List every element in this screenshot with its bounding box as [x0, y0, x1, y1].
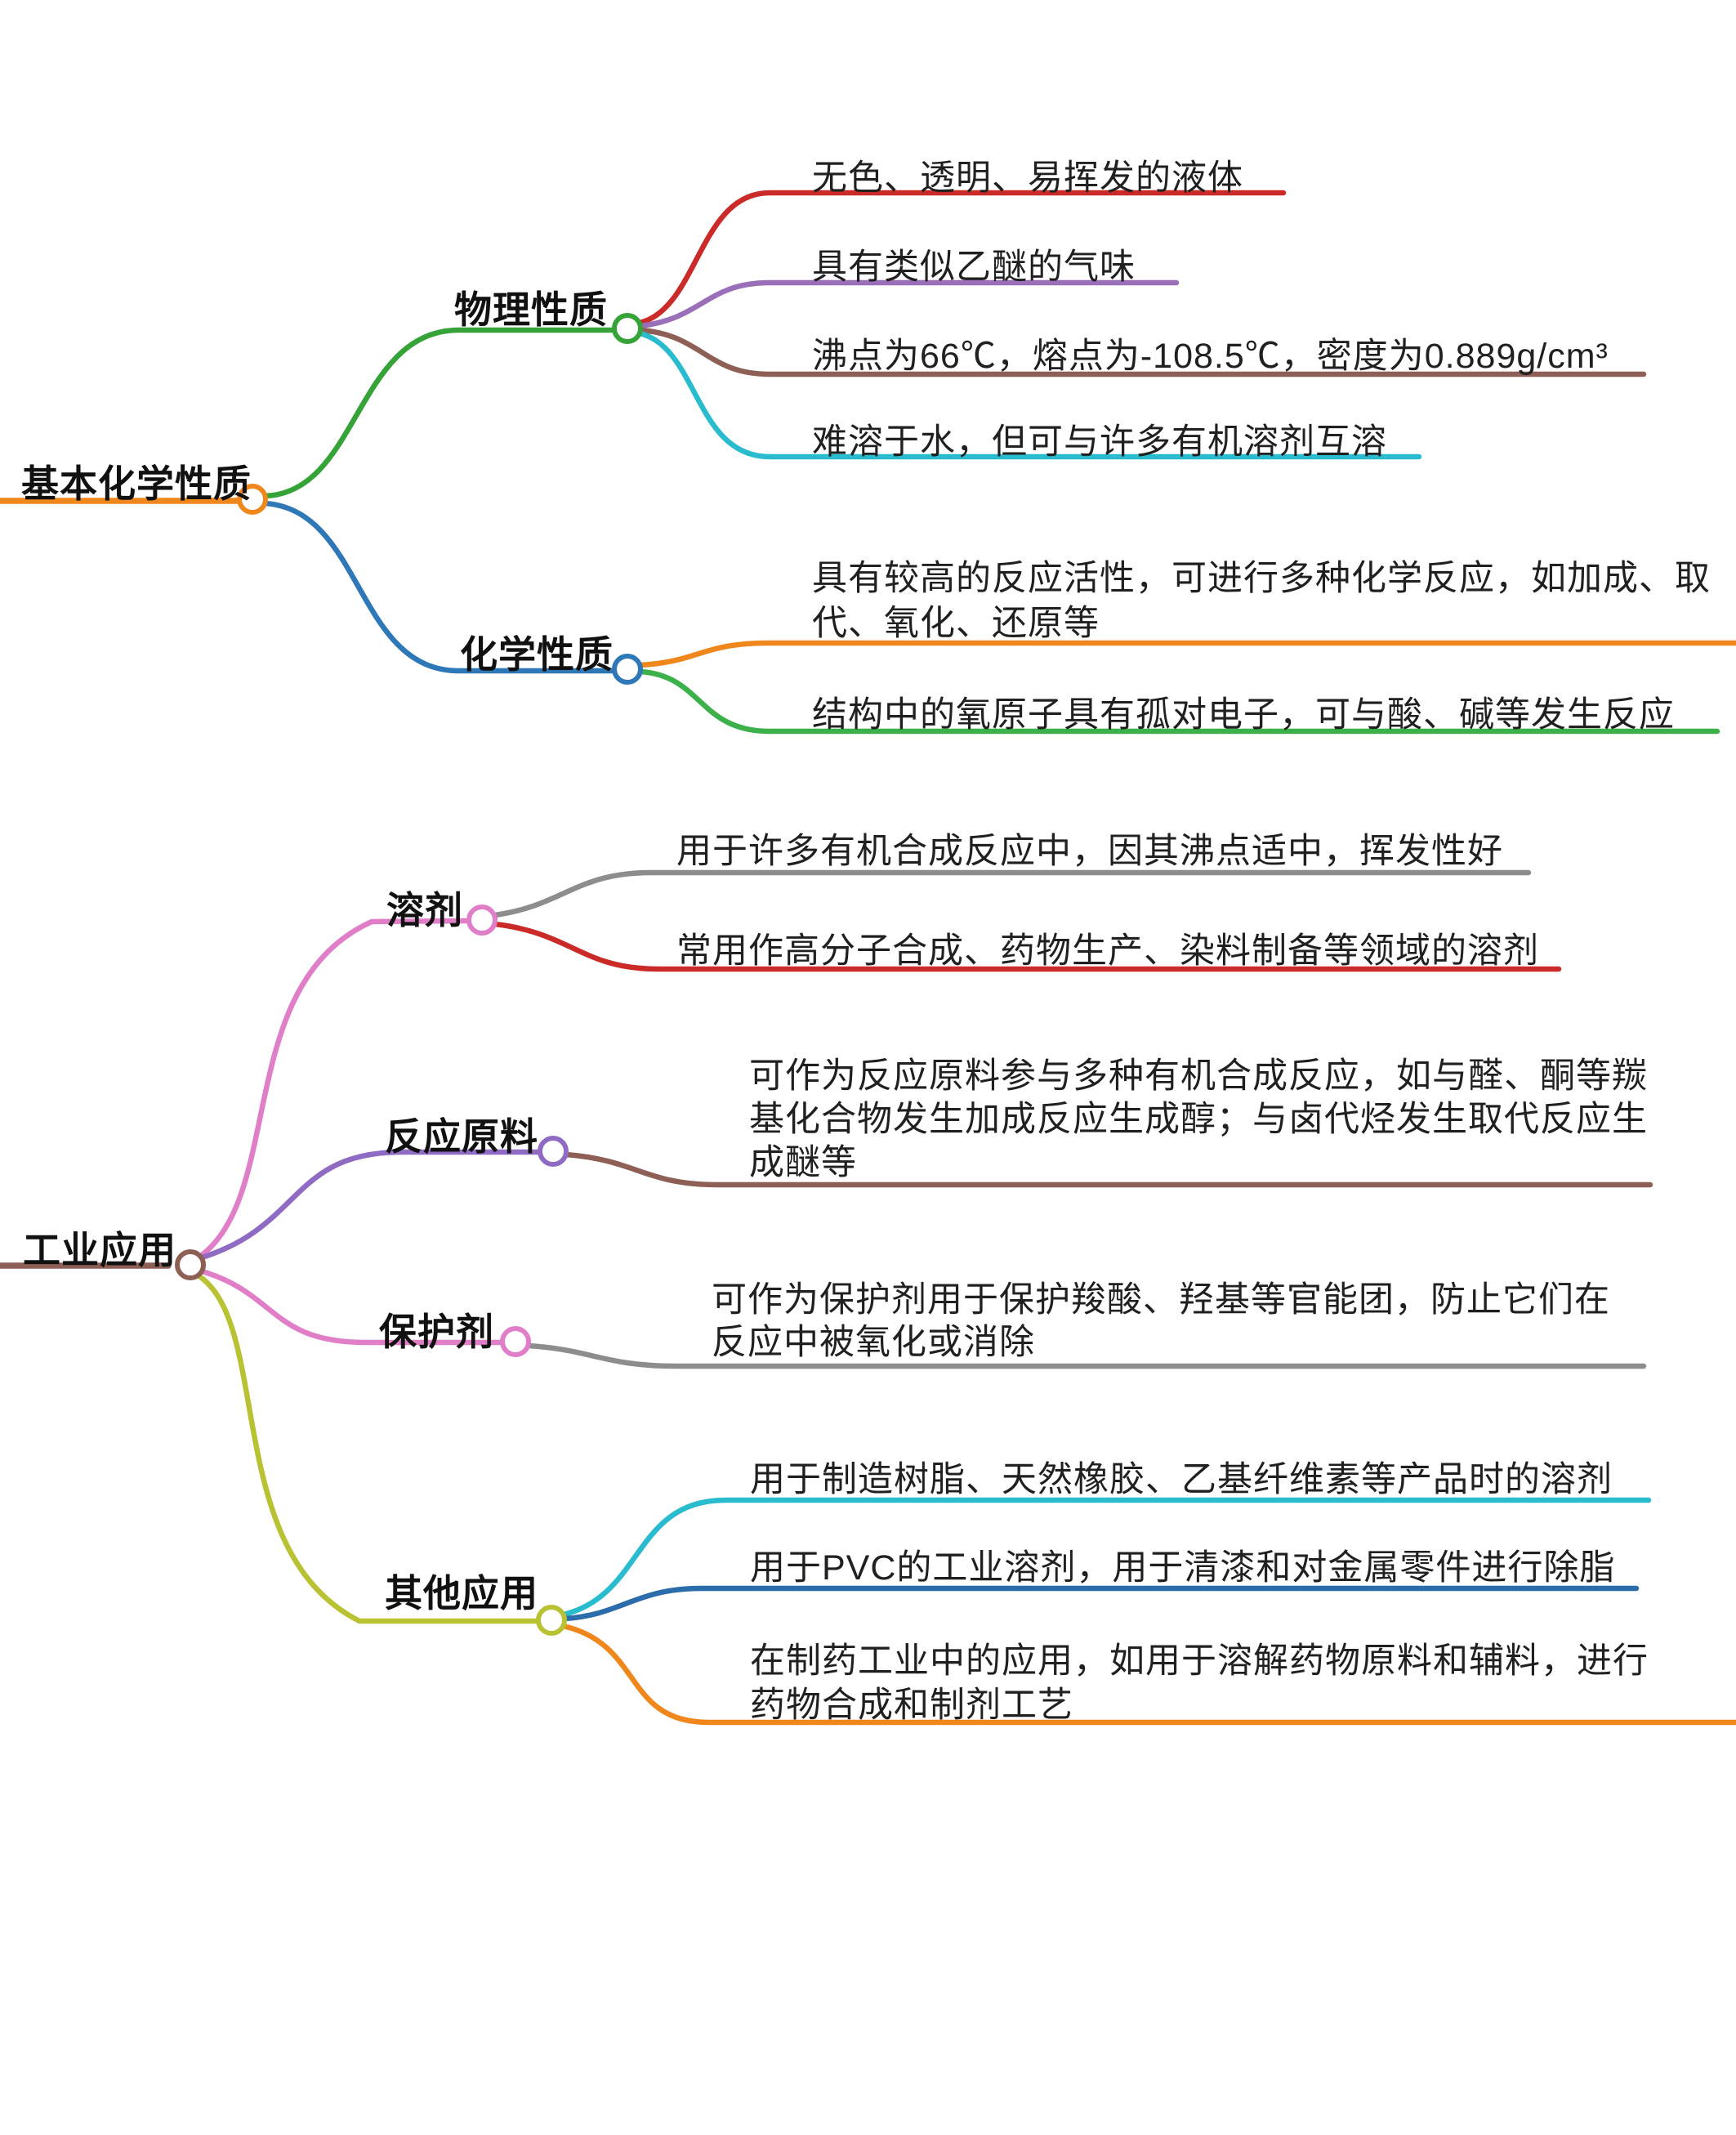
leaf-line-pvc	[561, 1585, 1640, 1622]
physical-node-circle[interactable]	[612, 313, 643, 344]
leaf-organic-synthesis-solvent[interactable]: 用于许多有机合成反应中，因其沸点适中，挥发性好	[676, 832, 1503, 871]
leaf-line-boiling	[637, 327, 1647, 377]
leaf-line-reactivity	[637, 640, 1736, 668]
root-node-basic-chemistry[interactable]: 基本化学性质	[21, 462, 252, 505]
node-chemical-properties[interactable]: 化学性质	[460, 633, 614, 676]
root-node-industrial-use[interactable]: 工业应用	[23, 1229, 176, 1271]
leaf-line-odor	[637, 279, 1180, 329]
leaf-line-solubility	[636, 330, 1422, 460]
node-physical-properties[interactable]: 物理性质	[454, 288, 608, 331]
leaf-high-reactivity[interactable]: 具有较高的反应活性，可进行多种化学反应，如加成、取 代、氧化、还原等	[812, 559, 1711, 643]
leaf-raw-material-reactions[interactable]: 可作为反应原料参与多种有机合成反应，如与醛、酮等羰 基化合物发生加成反应生成醇；…	[749, 1056, 1648, 1182]
leaf-line-pharma	[560, 1623, 1736, 1726]
leaf-resin-rubber-cellulose[interactable]: 用于制造树脂、天然橡胶、乙基纤维素等产品时的溶剂	[750, 1460, 1613, 1499]
leaf-protect-functional-groups[interactable]: 可作为保护剂用于保护羧酸、羟基等官能团，防止它们在 反应中被氧化或消除	[712, 1280, 1610, 1362]
leaf-line-organic-synthesis	[492, 869, 1532, 918]
node-raw-material[interactable]: 反应原料	[385, 1115, 538, 1158]
leaf-boiling-melting-density[interactable]: 沸点为66℃，熔点为-108.5℃，密度为0.889g/cm³	[812, 337, 1609, 376]
branch-line-raw-material	[196, 1149, 542, 1262]
leaf-polymer-pharma-dye-solvent[interactable]: 常用作高分子合成、药物生产、染料制备等领域的溶剂	[676, 931, 1539, 971]
node-solvent[interactable]: 溶剂	[386, 889, 463, 931]
branch-line-physical	[262, 327, 617, 499]
branch-line-chemical	[262, 500, 617, 674]
root2-circle[interactable]	[175, 1249, 206, 1280]
leaf-line-colorless	[636, 190, 1287, 326]
leaf-pvc-industrial-solvent[interactable]: 用于PVC的工业溶剂，用于清漆和对金属零件进行除脂	[750, 1548, 1616, 1588]
node-protectant[interactable]: 保护剂	[379, 1311, 494, 1353]
leaf-line-lone-pair	[637, 668, 1720, 735]
solvent-node-circle[interactable]	[466, 904, 498, 936]
leaf-water-solubility[interactable]: 难溶于水，但可与许多有机溶剂互溶	[812, 422, 1387, 462]
branch-line-solvent	[195, 918, 471, 1261]
leaf-line-raw-material-detail	[563, 1151, 1653, 1188]
leaf-line-polymer-solvent	[492, 921, 1562, 972]
other-uses-node-circle[interactable]	[536, 1605, 567, 1636]
raw-material-node-circle[interactable]	[538, 1136, 569, 1167]
protectant-node-circle[interactable]	[500, 1326, 531, 1357]
node-other-uses[interactable]: 其他应用	[385, 1572, 538, 1615]
leaf-ether-odor[interactable]: 具有类似乙醚的气味	[812, 248, 1136, 287]
leaf-colorless-liquid[interactable]: 无色、透明、易挥发的液体	[812, 159, 1243, 198]
leaf-line-resin	[560, 1497, 1652, 1618]
leaf-pharma-industry-use[interactable]: 在制药工业中的应用，如用于溶解药物原料和辅料，进行 药物合成和制剂工艺	[750, 1641, 1649, 1725]
leaf-line-protectant-detail	[525, 1342, 1647, 1369]
branch-line-protectant	[196, 1267, 505, 1346]
branch-line-other-uses	[194, 1271, 541, 1624]
root1-circle[interactable]	[237, 484, 268, 515]
leaf-oxygen-lone-pair[interactable]: 结构中的氧原子具有孤对电子，可与酸、碱等发生反应	[812, 695, 1675, 735]
chemical-node-circle[interactable]	[612, 654, 643, 685]
